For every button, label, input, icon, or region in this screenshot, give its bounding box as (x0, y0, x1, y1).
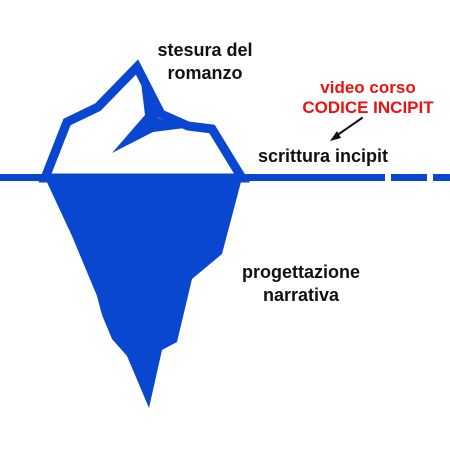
iceberg-underwater-body (45, 178, 242, 408)
callout-label: video corso CODICE INCIPIT (300, 78, 436, 118)
waterline-dash (433, 174, 450, 181)
tip-label-line-1: stesura del (157, 40, 253, 60)
iceberg-tip-facet (112, 74, 185, 153)
underwater-label: progettazione narrativa (240, 261, 362, 307)
underwater-label-line-1: progettazione (241, 262, 360, 282)
tip-label-line-2: romanzo (167, 63, 243, 83)
waterline-label: scrittura incipit (258, 146, 389, 166)
callout-label-line-1: video corso (320, 78, 416, 97)
callout-label-line-2: CODICE INCIPIT (302, 98, 434, 117)
callout-arrow (335, 117, 363, 137)
underwater-label-line-2: narrativa (262, 285, 340, 305)
tip-label: stesura del romanzo (140, 39, 270, 85)
waterline-dash (391, 174, 427, 181)
callout-arrowhead (330, 131, 341, 141)
